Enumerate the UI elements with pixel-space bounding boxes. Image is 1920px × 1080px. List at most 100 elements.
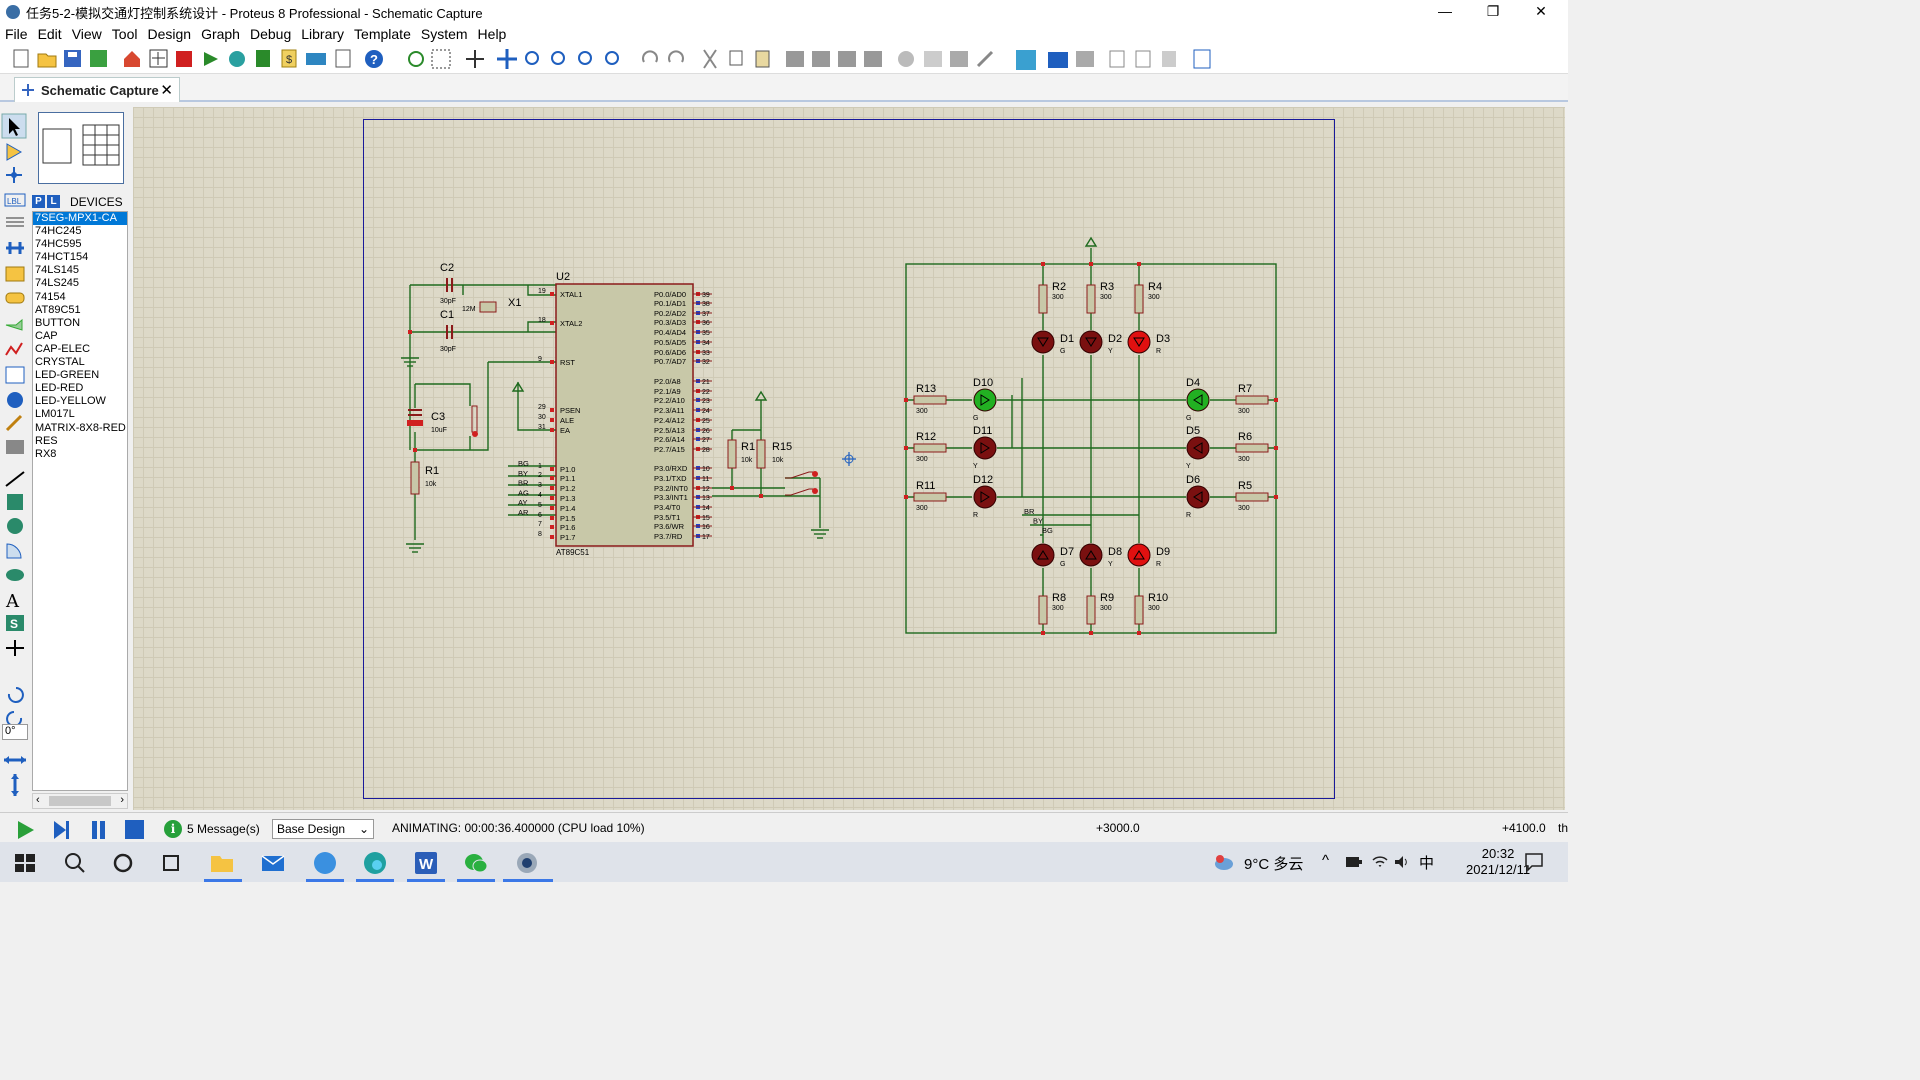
device-item[interactable]: 74HC595 <box>35 238 82 251</box>
device-item[interactable]: 74LS245 <box>35 277 80 290</box>
paste-icon[interactable] <box>755 50 770 68</box>
mirror-x-icon[interactable] <box>4 756 26 764</box>
zoom-in-icon[interactable] <box>525 51 539 65</box>
2d-line-icon[interactable] <box>5 471 25 487</box>
goto-sheet-icon[interactable] <box>1162 51 1176 67</box>
led-d4[interactable] <box>1186 388 1210 412</box>
led-d6[interactable] <box>1186 485 1210 509</box>
edge-browser-icon[interactable] <box>362 850 388 876</box>
schematic-drawing[interactable]: U2AT89C51XTAL119XTAL218RST9PSEN29ALE30EA… <box>0 0 1568 812</box>
pause-icon[interactable] <box>88 819 108 839</box>
menu-debug[interactable]: Debug <box>249 26 292 42</box>
device-item[interactable]: CAP <box>35 329 58 342</box>
device-item[interactable]: 74LS145 <box>35 264 80 277</box>
help-icon[interactable]: ? <box>365 50 383 68</box>
menu-template[interactable]: Template <box>354 26 411 42</box>
device-pins-icon[interactable] <box>5 318 23 331</box>
zoom-area-icon[interactable] <box>605 51 619 65</box>
menu-file[interactable]: File <box>5 26 28 42</box>
device-item[interactable]: 74HC245 <box>35 225 82 238</box>
pick-devices-button[interactable]: P <box>32 195 45 208</box>
2d-symbol-icon[interactable]: S <box>6 615 24 631</box>
library-manager-button[interactable]: L <box>47 195 60 208</box>
push-button[interactable] <box>785 488 815 496</box>
reset-button[interactable] <box>471 405 478 433</box>
task-view-icon[interactable] <box>160 850 186 876</box>
device-item[interactable]: CRYSTAL <box>35 356 85 369</box>
pan-icon[interactable] <box>497 49 517 69</box>
menu-help[interactable]: Help <box>477 26 507 42</box>
tape-recorder-icon[interactable] <box>5 366 25 384</box>
resistor-body[interactable] <box>913 492 947 502</box>
search-tag-icon[interactable] <box>1048 52 1068 68</box>
word-icon[interactable]: W <box>413 850 439 876</box>
graph-mode-icon[interactable] <box>5 342 23 356</box>
menu-library[interactable]: Library <box>301 26 345 42</box>
device-item[interactable]: RES <box>35 434 58 447</box>
stop-icon[interactable] <box>124 819 144 839</box>
mcu-body[interactable] <box>555 283 694 547</box>
make-device-icon[interactable] <box>924 51 942 67</box>
2d-circle-icon[interactable] <box>7 518 23 534</box>
design-variant-select[interactable]: Base Design ⌄ <box>272 819 374 839</box>
junction-dot-icon[interactable] <box>6 167 22 183</box>
2d-text-icon[interactable]: A <box>5 591 20 612</box>
copy-icon[interactable] <box>729 50 743 66</box>
weather-text[interactable]: 9°C 多云 <box>1244 856 1304 873</box>
menu-graph[interactable]: Graph <box>201 26 240 42</box>
block-delete-icon[interactable] <box>864 51 882 67</box>
scroll-left-icon[interactable]: ‹ <box>36 794 40 806</box>
generator-icon[interactable] <box>7 392 23 408</box>
menu-tool[interactable]: Tool <box>111 26 138 42</box>
bom-icon[interactable] <box>256 50 270 67</box>
message-indicator[interactable]: i 5 Message(s) <box>164 819 260 839</box>
wechat-icon[interactable] <box>463 850 489 876</box>
redo-icon[interactable] <box>668 50 684 63</box>
device-item[interactable]: LM017L <box>35 408 75 421</box>
resistor-body[interactable] <box>1086 595 1096 625</box>
resistor-body[interactable] <box>1038 595 1048 625</box>
voltage-probe-icon[interactable] <box>5 414 23 432</box>
2d-arc-icon[interactable] <box>6 543 22 559</box>
virtual-instruments-icon[interactable] <box>6 440 24 454</box>
resistor-body[interactable] <box>1235 395 1269 405</box>
new-file-icon[interactable] <box>13 49 29 68</box>
wire-autorouter-icon[interactable] <box>1016 50 1036 70</box>
save-icon[interactable] <box>64 50 81 67</box>
led-d5[interactable] <box>1186 436 1210 460</box>
mirror-y-icon[interactable] <box>11 774 19 796</box>
resistor-body[interactable] <box>1086 284 1096 314</box>
design-explorer-icon[interactable] <box>1193 49 1211 69</box>
resistor-body[interactable] <box>913 443 947 453</box>
notes-icon[interactable] <box>335 49 351 68</box>
device-item[interactable]: 7SEG-MPX1-CA <box>33 212 127 226</box>
crystal-body[interactable] <box>479 301 497 313</box>
device-item[interactable]: AT89C51 <box>35 303 81 316</box>
zoom-out-icon[interactable] <box>551 51 565 65</box>
selection-mode-icon[interactable] <box>9 118 20 136</box>
system-clock[interactable]: 20:32 2021/12/11 <box>1466 846 1530 878</box>
resistor-body[interactable] <box>1038 284 1048 314</box>
rotate-clockwise-icon[interactable] <box>7 687 24 703</box>
tab-schematic-capture[interactable]: Schematic Capture ✕ <box>14 77 180 102</box>
new-sheet-icon[interactable] <box>1109 50 1125 68</box>
maximize-button[interactable]: ❐ <box>1486 3 1500 19</box>
led-d9[interactable] <box>1127 543 1151 567</box>
subcircuit-icon[interactable] <box>5 266 25 282</box>
proteus-taskbar-icon[interactable] <box>514 850 540 876</box>
led-d1[interactable] <box>1031 330 1055 354</box>
search-icon[interactable] <box>62 850 88 876</box>
menu-view[interactable]: View <box>71 26 102 42</box>
resistor-body[interactable] <box>1235 443 1269 453</box>
feishu-icon[interactable] <box>312 850 338 876</box>
r15-body[interactable] <box>756 439 766 469</box>
undo-icon[interactable] <box>642 50 658 63</box>
pick-device-icon[interactable] <box>898 51 914 67</box>
code-icon[interactable] <box>306 53 326 65</box>
device-item[interactable]: CAP-ELEC <box>35 342 91 355</box>
grid-icon[interactable] <box>431 49 451 69</box>
resistor-body[interactable] <box>1134 284 1144 314</box>
minimize-button[interactable]: — <box>1438 3 1452 19</box>
overview-window[interactable] <box>38 112 124 184</box>
wifi-icon[interactable] <box>1372 854 1388 870</box>
